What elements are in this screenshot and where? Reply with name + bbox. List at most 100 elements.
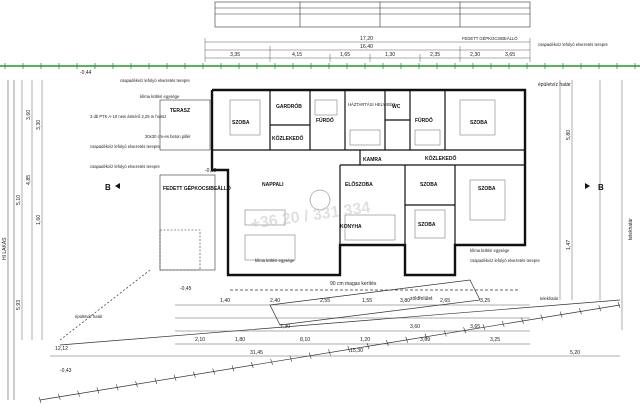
dim-b-17: 15,30 — [350, 348, 363, 354]
dim-left-3: 1,60 — [36, 215, 42, 225]
dim-left-2: 4,85 — [26, 175, 32, 185]
dim-left-8: 5,93 — [16, 300, 22, 310]
room-furdo-1: FÜRDŐ — [316, 117, 334, 124]
room-konyha: KONYHA — [340, 224, 362, 230]
note-klima-right: klíma kültéri egysége — [470, 248, 510, 253]
dimension-lines-left — [21, 80, 43, 340]
dim-b-20: 12,12 — [55, 346, 68, 352]
boundary-tick — [579, 308, 582, 315]
dim-b-1: 1,40 — [220, 298, 230, 304]
dim-top-5: 4,15 — [292, 52, 302, 58]
terrace-outline — [159, 99, 216, 271]
dim-left-9: 5,10 — [16, 195, 22, 205]
dim-b-10: 3,65 — [470, 324, 480, 330]
boundary-tick — [173, 374, 177, 381]
room-szoba-4: SZOBA — [478, 186, 496, 192]
note-csapadek-3: csapadékvíz lefolyó elvezetés terepre — [90, 164, 161, 169]
dim-right-2: 1,47 — [566, 240, 572, 250]
boundary-tick — [444, 330, 447, 337]
dim-top-7: 1,30 — [385, 52, 395, 58]
dim-b-19: 5,20 — [570, 350, 580, 356]
section-marker-left: B — [105, 183, 120, 192]
level-mark-left: -0,45 — [180, 286, 192, 292]
note-csapadek-2: csapadékvíz lefolyó elvezetés terepre — [90, 144, 161, 149]
dim-b-5: 3,80 — [400, 298, 410, 304]
dim-b-7: 3,25 — [480, 298, 490, 304]
boundary-tick — [77, 390, 80, 397]
note-ptk: 3 db PTK A-10 new átmérő 2,25 m hossz — [90, 114, 166, 119]
dim-left-1: 3,60 — [26, 110, 32, 120]
dim-b-14: 1,20 — [360, 337, 370, 343]
boundary-tick — [38, 396, 42, 404]
boundary-tick — [463, 327, 466, 334]
boundary-tick — [231, 365, 235, 372]
room-carport: FEDETT GÉPKOCSIBEÁLLÓ — [163, 184, 231, 192]
boundary-tick — [58, 393, 61, 400]
room-kozlekedo-1: KÖZLEKEDŐ — [272, 135, 304, 142]
dimension-lines-top — [204, 38, 531, 62]
boundary-tick — [154, 377, 158, 385]
bottom-fence — [39, 269, 621, 401]
interior-walls — [212, 90, 525, 245]
neighbour-label-left: HI LAKÁS — [1, 237, 8, 260]
room-terasz: TERASZ — [170, 108, 190, 114]
note-csapadek-right-1: csapadékvíz lefolyó elvezetés terepre — [538, 42, 609, 47]
dim-top-3: 3,35 — [230, 52, 240, 58]
dimension-lines-right — [559, 80, 623, 330]
section-marker-right: B — [585, 183, 604, 192]
right-note: épületvíz határ — [538, 82, 571, 88]
dim-b-16: 3,25 — [490, 337, 500, 343]
dim-b-18: 31,45 — [250, 350, 263, 356]
room-szoba-3: SZOBA — [420, 182, 438, 188]
boundary-tick — [251, 362, 254, 369]
room-eloszoba: ELŐSZOBA — [345, 181, 373, 188]
room-szoba-1: SZOBA — [232, 120, 250, 126]
room-furdo-2: FÜRDŐ — [415, 117, 433, 124]
boundary-tick — [501, 320, 505, 328]
note-csapadek-1: csapadékvíz lefolyó elvezetés terepre — [120, 78, 191, 83]
boundary-tick — [482, 323, 486, 331]
level-mark-mid: -0,52 — [205, 168, 217, 174]
dim-b-3: 2,55 — [320, 298, 330, 304]
dim-b-8: 7,30 — [280, 324, 290, 330]
dim-b-12: 1,80 — [235, 337, 245, 343]
room-kamra: KAMRA — [363, 157, 382, 163]
section-mark-right: B — [598, 183, 604, 192]
boundary-ticks — [38, 301, 621, 404]
neighbour-building-top — [214, 1, 531, 28]
level-mark-bottom: -0,43 — [60, 368, 72, 374]
boundary-tick — [347, 346, 351, 353]
level-mark-1: -0,44 — [80, 70, 92, 76]
boundary-tick — [212, 368, 215, 375]
right-vertical-label: telekhatár — [628, 218, 634, 240]
dim-top-total: 17,20 — [360, 36, 373, 42]
boundary-tick — [328, 349, 331, 356]
note-fedett-gep: FEDETT GÉPKOCSIBEÁLLÓ — [462, 36, 518, 41]
boundary-tick — [308, 352, 312, 359]
dim-b-11: 2,10 — [195, 337, 205, 343]
boundary-tick — [135, 381, 138, 388]
dim-b-13: 8,10 — [300, 337, 310, 343]
note-zold: zöldfelület — [410, 296, 433, 302]
boundary-tick — [193, 371, 196, 378]
left-neighbour: HI LAKÁS — [1, 80, 15, 400]
boundary-tick — [386, 339, 389, 347]
room-kozlekedo-2: KÖZLEKEDŐ — [425, 155, 457, 162]
boundary-tick — [424, 333, 428, 340]
boundary-tick — [521, 317, 524, 324]
note-csapadek-right-2: csapadékvíz lefolyó elvezetés terepre — [470, 258, 541, 263]
section-mark-left: B — [105, 183, 111, 192]
dim-top-2: 16,40 — [360, 44, 373, 50]
boundary-tick — [598, 304, 601, 312]
note-telek: telekhatár — [540, 296, 559, 301]
dim-top-6: 1,65 — [340, 52, 350, 58]
boundary-tick — [270, 358, 273, 366]
boundary-tick — [405, 336, 408, 343]
room-nappali: NAPPALI — [262, 182, 284, 188]
dim-b-9: 3,60 — [410, 324, 420, 330]
dim-b-15: 3,69 — [420, 337, 430, 343]
boundary-tick — [617, 301, 621, 308]
room-haztartasi: HÁZTARTÁSI HELYISÉG — [348, 102, 395, 107]
dim-b-6: 2,65 — [440, 298, 450, 304]
